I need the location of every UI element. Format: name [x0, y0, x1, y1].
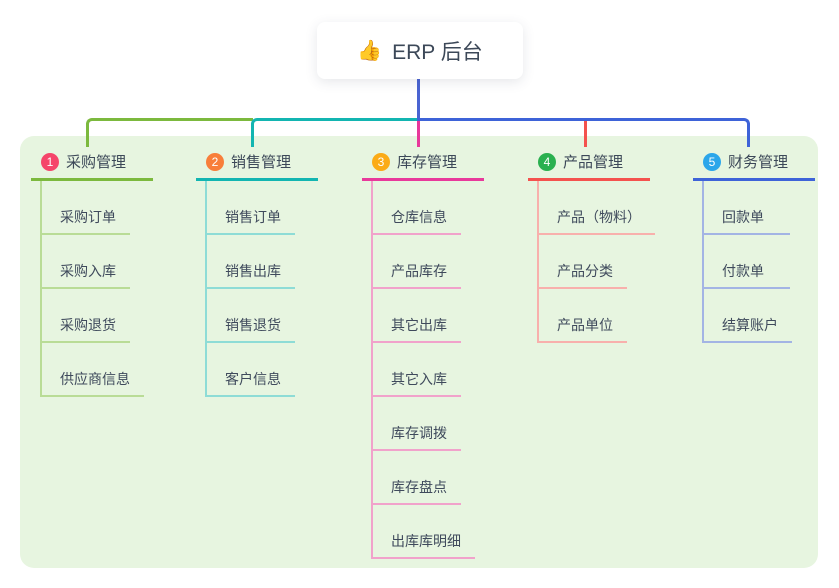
- branch-财务管理: 5 财务管理回款单付款单结算账户: [693, 147, 839, 343]
- branch-number-badge: 4: [538, 152, 556, 171]
- branch-number-badge: 2: [206, 152, 224, 171]
- child-node[interactable]: 产品（物料）: [539, 181, 655, 235]
- connector-branch-2: [251, 118, 418, 147]
- child-node[interactable]: 付款单: [704, 235, 790, 289]
- child-node[interactable]: 采购订单: [42, 181, 130, 235]
- child-node[interactable]: 采购入库: [42, 235, 130, 289]
- branch-产品管理: 4 产品管理产品（物料）产品分类产品单位: [528, 147, 690, 343]
- branch-number-badge: 1: [41, 152, 59, 171]
- connector-root-line: [417, 79, 420, 118]
- child-node[interactable]: 客户信息: [207, 343, 295, 397]
- branch-children: 采购订单采购入库采购退货供应商信息: [40, 181, 193, 397]
- branch-label: 销售管理: [231, 154, 292, 171]
- child-node[interactable]: 其它入库: [373, 343, 461, 397]
- branch-label: 财务管理: [728, 154, 789, 171]
- branch-number-badge: 3: [372, 152, 390, 171]
- child-node[interactable]: 产品分类: [539, 235, 627, 289]
- branch-node-产品管理[interactable]: 4 产品管理: [528, 147, 650, 181]
- child-node[interactable]: 销售出库: [207, 235, 295, 289]
- child-node[interactable]: 仓库信息: [373, 181, 461, 235]
- branch-node-财务管理[interactable]: 5 财务管理: [693, 147, 815, 181]
- branch-采购管理: 1 采购管理采购订单采购入库采购退货供应商信息: [31, 147, 193, 397]
- branch-label: 采购管理: [66, 154, 127, 171]
- branch-库存管理: 3 库存管理仓库信息产品库存其它出库其它入库库存调拨库存盘点出库库明细: [362, 147, 524, 559]
- branch-children: 回款单付款单结算账户: [702, 181, 839, 343]
- branch-children: 销售订单销售出库销售退货客户信息: [205, 181, 358, 397]
- child-node[interactable]: 采购退货: [42, 289, 130, 343]
- connector-branch-1: [86, 118, 253, 147]
- child-node[interactable]: 库存盘点: [373, 451, 461, 505]
- child-node[interactable]: 结算账户: [704, 289, 792, 343]
- child-node[interactable]: 产品库存: [373, 235, 461, 289]
- child-node[interactable]: 回款单: [704, 181, 790, 235]
- child-node[interactable]: 出库库明细: [373, 505, 475, 559]
- child-node[interactable]: 其它出库: [373, 289, 461, 343]
- child-node[interactable]: 库存调拨: [373, 397, 461, 451]
- child-node[interactable]: 供应商信息: [42, 343, 144, 397]
- thumbs-up-icon: 👍: [357, 39, 383, 62]
- branch-node-采购管理[interactable]: 1 采购管理: [31, 147, 153, 181]
- background-panel: [20, 136, 818, 568]
- connector-branch-4: [584, 118, 587, 147]
- branch-label: 库存管理: [397, 154, 458, 171]
- branch-number-badge: 5: [703, 152, 721, 171]
- branch-children: 产品（物料）产品分类产品单位: [537, 181, 690, 343]
- child-node[interactable]: 产品单位: [539, 289, 627, 343]
- child-node[interactable]: 销售订单: [207, 181, 295, 235]
- branch-node-销售管理[interactable]: 2 销售管理: [196, 147, 318, 181]
- root-node[interactable]: 👍 ERP 后台: [317, 22, 523, 79]
- child-node[interactable]: 销售退货: [207, 289, 295, 343]
- branch-销售管理: 2 销售管理销售订单销售出库销售退货客户信息: [196, 147, 358, 397]
- branch-node-库存管理[interactable]: 3 库存管理: [362, 147, 484, 181]
- root-title: ERP 后台: [392, 40, 483, 64]
- branch-label: 产品管理: [563, 154, 624, 171]
- connector-branch-5: [417, 118, 750, 147]
- branch-children: 仓库信息产品库存其它出库其它入库库存调拨库存盘点出库库明细: [371, 181, 524, 559]
- connector-branch-3: [417, 118, 420, 147]
